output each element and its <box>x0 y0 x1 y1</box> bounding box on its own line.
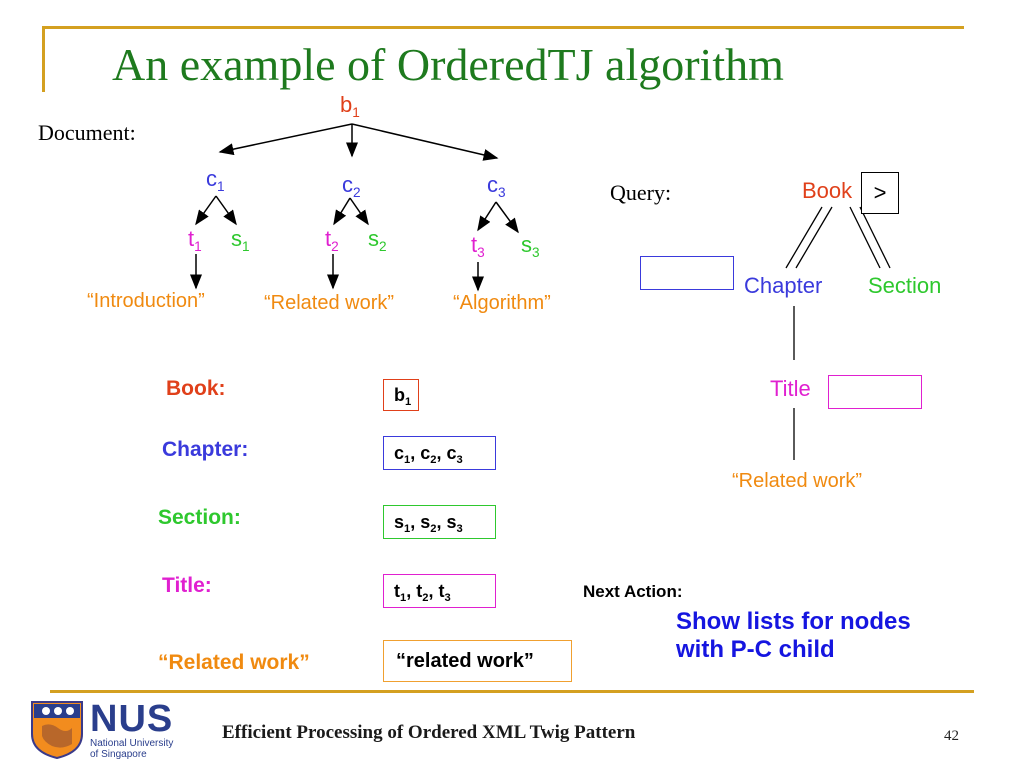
next-action-line-1: Show lists for nodes <box>676 608 911 635</box>
nus-wordmark: NUS <box>90 698 174 740</box>
edge-c2-t2 <box>333 197 351 226</box>
stream-box-related-work: “related work” <box>383 640 572 682</box>
q-edge-book-chapter-b <box>795 206 833 269</box>
query-label: Query: <box>610 180 672 205</box>
edge-c3-s3 <box>495 201 519 234</box>
slide-footer: Efficient Processing of Ordered XML Twig… <box>222 722 636 743</box>
edge-c1-s1 <box>215 195 237 226</box>
stream-items-title: t1, t2, t3 <box>394 581 451 604</box>
title-stack-box <box>828 375 922 409</box>
doc-node-c1: c1 <box>206 166 225 194</box>
chapter-stack-box <box>640 256 734 290</box>
stream-items-book: b1 <box>394 385 412 408</box>
bottom-rule <box>50 690 974 693</box>
top-rule <box>42 26 964 29</box>
doc-text-related-work: “Related work” <box>264 292 395 314</box>
nus-subtitle: National University of Singapore <box>90 738 174 760</box>
stream-label-section: Section: <box>158 506 241 529</box>
query-leaf-text: “Related work” <box>732 470 863 492</box>
q-edge-book-chapter-a <box>785 206 823 269</box>
doc-node-c2: c2 <box>342 172 361 200</box>
doc-node-t3: t3 <box>471 232 485 260</box>
doc-node-b1: b1 <box>340 92 360 120</box>
slide-title: An example of OrderedTJ algorithm <box>112 39 784 90</box>
doc-text-introduction: “Introduction” <box>87 290 205 312</box>
stream-box-section: s1, s2, s3 <box>383 505 496 539</box>
doc-node-c3: c3 <box>487 172 506 200</box>
stream-box-book: b1 <box>383 379 419 411</box>
stream-items-related-work: “related work” <box>396 650 534 672</box>
doc-node-t1: t1 <box>188 226 202 254</box>
query-node-book: Book <box>802 178 853 203</box>
next-action-line-2: with P-C child <box>676 636 835 663</box>
page-number: 42 <box>944 728 959 744</box>
order-symbol: > <box>873 180 887 205</box>
stream-label-related-work: “Related work” <box>158 651 310 674</box>
nus-logo: NUS National University of Singapore <box>28 698 188 760</box>
doc-node-s2: s2 <box>368 226 387 254</box>
stream-box-chapter: c1, c2, c3 <box>383 436 496 470</box>
edge-c2-s2 <box>349 197 369 226</box>
q-edge-book-section-b <box>859 206 891 269</box>
nus-crest-icon <box>31 701 83 760</box>
edge-b1-c1 <box>218 123 353 156</box>
stream-label-title: Title: <box>162 574 212 597</box>
stream-label-book: Book: <box>166 377 226 400</box>
doc-node-s1: s1 <box>231 226 250 254</box>
edge-b1-c3 <box>351 123 499 161</box>
query-node-chapter: Chapter <box>744 273 823 298</box>
doc-node-t2: t2 <box>325 226 339 254</box>
left-rule <box>42 28 45 92</box>
stream-label-chapter: Chapter: <box>162 438 249 461</box>
next-action-label: Next Action: <box>583 582 683 601</box>
stream-items-section: s1, s2, s3 <box>394 512 463 535</box>
edge-c1-t1 <box>195 195 217 226</box>
query-node-section: Section <box>868 273 942 298</box>
doc-node-s3: s3 <box>521 232 540 260</box>
stream-box-title: t1, t2, t3 <box>383 574 496 608</box>
doc-text-algorithm: “Algorithm” <box>453 292 551 314</box>
q-edge-book-section-a <box>849 206 881 269</box>
query-node-title: Title <box>770 376 811 401</box>
document-label: Document: <box>38 120 136 145</box>
edge-c3-t3 <box>477 201 497 232</box>
stream-items-chapter: c1, c2, c3 <box>394 443 463 466</box>
order-marker-box: > <box>861 172 899 214</box>
